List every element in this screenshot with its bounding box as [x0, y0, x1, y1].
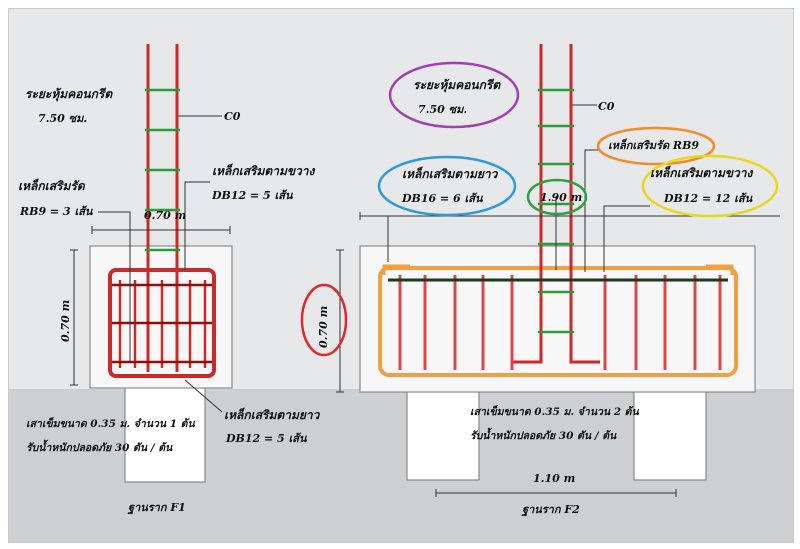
f1-trans-label: เหล็กเสริมตามขวาง — [212, 164, 315, 178]
f1-cover-label: ระยะหุ้มคอนกรีต — [25, 87, 113, 101]
footing-f2 — [300, 44, 780, 497]
f2-stirrup-label: เหล็กเสริมรัด RB9 — [608, 139, 700, 152]
highlight-width-green — [526, 178, 588, 216]
f1-long-label: เหล็กเสริมตามยาว — [224, 408, 320, 422]
f1-title: ฐานราก F1 — [128, 501, 186, 514]
f2-cross-bars — [398, 275, 722, 370]
f1-leaders — [98, 115, 223, 413]
f1-pile — [124, 379, 206, 483]
f2-height-dim: 0.70 m — [317, 305, 330, 348]
highlight-height-red — [300, 283, 348, 357]
f1-cover-value: 7.50 ซม. — [38, 112, 88, 125]
highlight-cover-purple — [388, 61, 520, 129]
highlight-long-blue — [377, 155, 517, 217]
f1-long-bars — [112, 283, 212, 364]
f2-pile-line1: เสาเข็มขนาด 0.35 ม. จำนวน 2 ต้น — [470, 406, 639, 418]
f2-cover-value: 7.50 ซม. — [418, 103, 468, 116]
f2-trans-value: DB12 = 12 เส้น — [664, 192, 753, 205]
f2-title: ฐานราก F2 — [522, 503, 580, 516]
f1-pile-line1: เสาเข็มขนาด 0.35 ม. จำนวน 1 ต้น — [26, 418, 195, 430]
f2-long-label: เหล็กเสริมตามยาว — [402, 167, 498, 181]
f1-dimensions — [70, 226, 231, 386]
f1-pile-line2: รับน้ำหนักปลอดภัย 30 ตัน / ต้น — [26, 442, 173, 454]
f2-column-rebar — [512, 44, 600, 364]
f1-column-label: C0 — [224, 110, 241, 123]
f2-bottom-bar — [378, 266, 738, 377]
footing-f1 — [70, 44, 233, 483]
f2-long-value: DB16 = 6 เส้น — [402, 192, 483, 205]
f2-hooks — [382, 264, 734, 275]
f1-trans-value: DB12 = 5 เส้น — [212, 189, 293, 202]
f2-cover-label: ระยะหุ้มคอนกรีต — [413, 78, 501, 92]
f1-height-dim: 0.70 m — [59, 299, 72, 342]
f2-column-ties — [538, 88, 574, 334]
f1-column-ties — [145, 88, 180, 252]
f2-column-label: C0 — [598, 100, 615, 113]
f1-stirrup-value: RB9 = 3 เส้น — [20, 205, 93, 218]
f1-column-rebar — [146, 44, 179, 372]
highlight-stirrup-orange — [596, 126, 716, 166]
highlight-trans-yellow — [641, 154, 779, 218]
f2-leaders — [387, 104, 650, 272]
f2-width-dim: 1.90 m — [540, 191, 583, 204]
f2-pile-line2: รับน้ำหนักปลอดภัย 30 ตัน / ต้น — [470, 430, 617, 442]
f1-stirrup-label: เหล็กเสริมรัด — [18, 179, 85, 193]
f2-pile-spacing: 1.10 m — [533, 472, 576, 485]
f1-width-dim: 0.70 m — [144, 209, 187, 222]
f1-long-value: DB12 = 5 เส้น — [226, 432, 307, 445]
f1-stirrup-box — [108, 268, 216, 378]
f2-trans-label: เหล็กเสริมตามขวาง — [650, 166, 753, 180]
